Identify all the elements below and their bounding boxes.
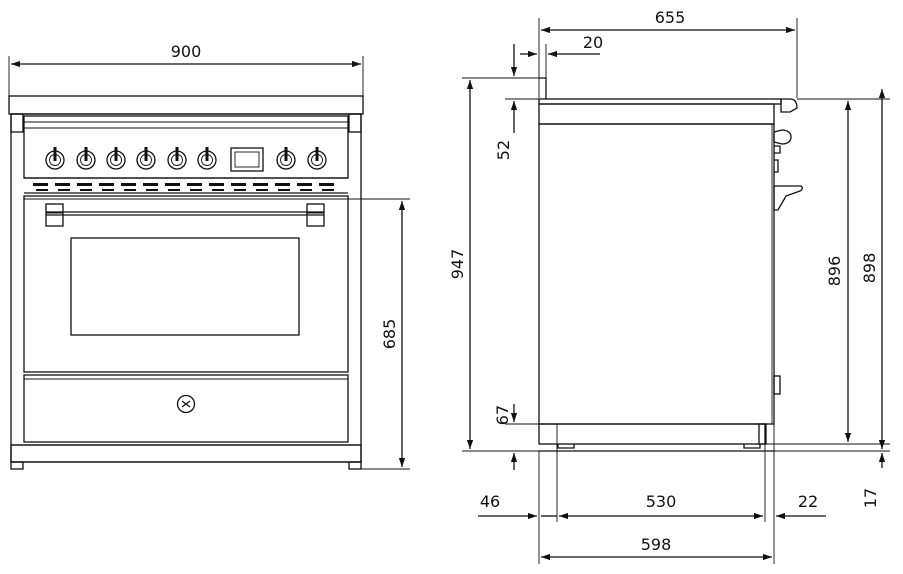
door-handle: [45, 203, 325, 227]
width-label: 900: [171, 42, 202, 61]
knob-side-icon: [773, 129, 792, 154]
body-height-label: 896: [825, 256, 844, 287]
handle-side-icon: [773, 185, 803, 211]
control-knobs: [45, 147, 327, 170]
knob-icon: [307, 147, 327, 170]
backguard-offset-label: 20: [583, 33, 603, 52]
total-height-dimension: 947: [448, 77, 539, 452]
drawer-handle-side: [773, 375, 781, 395]
right-side-trim: [348, 113, 362, 133]
plinth-height-dimension: 67: [493, 404, 539, 470]
vent-strip: [24, 177, 348, 194]
left-foot: [10, 461, 24, 470]
knob-icon: [76, 147, 96, 170]
knob-icon: [136, 147, 156, 170]
foot-height-dimension: 17: [760, 443, 890, 508]
feet-side: [539, 444, 775, 452]
door-offset-label: 22: [798, 492, 818, 511]
backguard-height-dimension: 52: [494, 44, 539, 160]
door-height-dimension: 685: [348, 198, 410, 470]
backguard: [539, 77, 547, 99]
door-height-label: 685: [380, 319, 399, 350]
knob-icon: [167, 147, 187, 170]
display-icon: [230, 147, 264, 172]
width-dimension: 900: [8, 42, 364, 96]
cooktop-side: [538, 98, 782, 105]
knob-icon: [197, 147, 217, 170]
knob-icon: [106, 147, 126, 170]
height-with-legs-dimension: 898: [775, 89, 890, 452]
top-depth-dimension: 655: [538, 8, 798, 98]
door-offset-dimension: 22: [776, 492, 826, 520]
foot-height-label: 17: [861, 488, 880, 508]
oven-door: [23, 195, 349, 373]
top-band: [538, 103, 775, 125]
body-depth-label: 530: [646, 492, 677, 511]
cooktop: [8, 95, 364, 115]
cooktop-edge: [780, 98, 798, 113]
right-foot: [348, 461, 362, 470]
backguard-offset-dimension: 20: [520, 33, 603, 96]
knob-icon: [276, 147, 296, 170]
plinth-side: [538, 423, 766, 445]
display-side: [774, 159, 779, 173]
cooker-body: [10, 113, 362, 463]
total-height-label: 947: [448, 249, 467, 280]
height-with-legs-label: 898: [860, 253, 879, 284]
plinth: [10, 444, 362, 463]
backguard-height-label: 52: [494, 140, 513, 160]
side-view: 655 20 52 947: [448, 8, 890, 564]
control-panel: [23, 115, 349, 179]
drawer-logo-icon: [176, 394, 196, 414]
knob-icon: [45, 147, 65, 170]
side-profile: [538, 98, 803, 452]
rear-offset-label: 46: [480, 492, 500, 511]
plinth-height-label: 67: [493, 405, 512, 425]
oven-window: [70, 237, 300, 336]
left-side-trim: [10, 113, 24, 133]
body-side: [538, 123, 775, 425]
front-view: 900: [8, 42, 410, 470]
body-height-dimension: 896: [775, 98, 856, 445]
total-depth-label: 598: [641, 535, 672, 554]
rear-offset-dimension: 46: [478, 492, 557, 520]
total-depth-dimension: 598: [541, 535, 772, 561]
storage-drawer: [23, 374, 349, 443]
body-depth-dimension: 530: [559, 492, 763, 520]
top-depth-label: 655: [655, 8, 686, 27]
